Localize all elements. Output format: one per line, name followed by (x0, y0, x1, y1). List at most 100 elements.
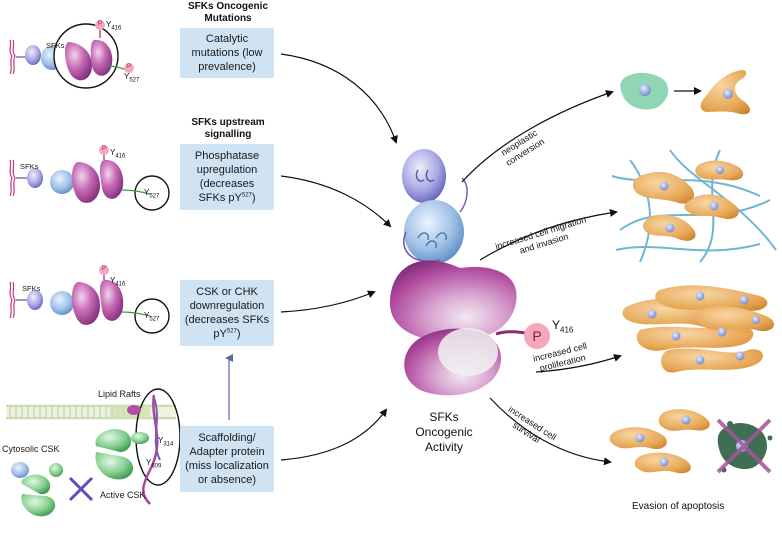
transformed-cell (700, 70, 751, 115)
row3-phospho-y416: P (101, 266, 106, 272)
cytosolic-csk (11, 462, 63, 517)
row2-y527-letter: Y (144, 188, 150, 197)
heading-upstream-signalling: SFKs upstream signalling (176, 117, 280, 141)
adapter-protein (142, 394, 159, 505)
row1-sfks-label: SFKs (46, 41, 65, 50)
box-phosphatase-sup: 527 (241, 192, 252, 199)
heading-mutations-line2: Mutations (204, 13, 252, 24)
row3-y416-letter: Y (110, 276, 116, 285)
box-catalytic-line1: Catalytic (205, 33, 249, 45)
cytosolic-csk-label: Cytosolic CSK (2, 444, 60, 454)
row1-phospho-y416: P (97, 21, 102, 27)
center-y416-sub: 416 (560, 325, 574, 335)
lipid-rafts-label: Lipid Rafts (98, 389, 141, 399)
sfks-oncogenic-activity-label: SFKs Oncogenic Activity (404, 410, 484, 455)
normal-cell (620, 72, 669, 110)
row2-y527-sub: 527 (149, 193, 160, 200)
sfk-molecule-row2 (9, 145, 170, 211)
box-csk-sup: 527 (226, 328, 237, 335)
arrow-proliferation (535, 354, 622, 373)
row3-y527-label: Y527 (144, 311, 159, 323)
box-csk-line4: pY527) (213, 327, 240, 341)
heading-upstream-line2: signalling (204, 129, 252, 140)
active-csk (95, 429, 149, 480)
heading-oncogenic-mutations: SFKs Oncogenic Mutations (176, 1, 280, 25)
box-scaffolding-adapter: Scaffolding/ Adapter protein (miss local… (180, 426, 274, 492)
box-scaffold-line2: Adapter protein (189, 446, 265, 458)
active-csk-label: Active CSK (100, 490, 146, 500)
arrow-mutations-to-center (280, 53, 398, 144)
center-phospho-label: P (532, 328, 542, 344)
sfk-molecule-row1 (9, 20, 134, 89)
center-y416-letter: Y (552, 318, 561, 332)
row3-y527-letter: Y (144, 311, 150, 320)
invasion-cells (611, 149, 777, 263)
row2-y527-label: Y527 (144, 188, 159, 200)
row3-y416-label: Y416 (110, 276, 125, 288)
row2-y416-sub: 416 (115, 153, 126, 160)
lipid-raft-membrane (6, 404, 176, 420)
center-label-line1: SFKs (429, 410, 459, 424)
row2-y416-letter: Y (110, 148, 116, 157)
box-csk-line3: (decreases SFKs (184, 314, 270, 326)
row1-y416-label: Y416 (106, 20, 121, 32)
row2-sfks-label: SFKs (20, 162, 39, 171)
arrow-csk-to-center (280, 290, 376, 313)
box-catalytic-line2: mutations (low (191, 47, 263, 59)
center-sfk-molecule (389, 149, 550, 396)
heading-upstream-line1: SFKs upstream (191, 117, 265, 128)
box-phosphatase-line3: (decreases (199, 178, 255, 190)
box-scaffold-line1: Scaffolding/ (198, 432, 256, 444)
evasion-of-apoptosis-caption: Evasion of apoptosis (632, 501, 725, 512)
row1-y527-label: Y527 (124, 72, 139, 84)
sfk-molecule-row3 (9, 265, 170, 334)
box-scaffold-line4: or absence) (197, 474, 257, 486)
center-label-line2: Oncogenic (415, 425, 473, 439)
y609-letter: Y (146, 458, 152, 467)
row2-phospho-y416: P (101, 146, 106, 152)
box-phosphatase-upregulation: Phosphatase upregulation (decreases SFKs… (180, 144, 274, 210)
y314-letter: Y (158, 436, 164, 445)
box-phosphatase-close: ) (251, 192, 256, 204)
arrow-phosphatase-to-center (280, 175, 392, 228)
row3-sfks-label: SFKs (22, 284, 41, 293)
row1-y416-letter: Y (106, 20, 112, 29)
row3-y527-sub: 527 (149, 316, 160, 323)
row2-y416-label: Y416 (110, 148, 125, 160)
center-label-line3: Activity (424, 440, 463, 454)
box-catalytic-line3: prevalence) (198, 61, 256, 73)
row1-phospho-y527: P (126, 64, 131, 70)
arrow-survival (489, 397, 612, 466)
box-phosphatase-line4: SFKs pY527) (198, 191, 255, 205)
box-scaffold-line3: (miss localization (185, 460, 269, 472)
box-csk-downregulation: CSK or CHK downregulation (decreases SFK… (180, 280, 274, 346)
box-csk-close: ) (236, 328, 241, 340)
center-phospho-circle (524, 323, 550, 349)
survival-cells (609, 409, 773, 474)
box-catalytic-mutations: Catalytic mutations (low prevalence) (180, 28, 274, 78)
row1-y527-sub: 527 (129, 77, 140, 84)
y314-sub: 314 (163, 441, 174, 448)
row1-y527-letter: Y (124, 72, 130, 81)
box-csk-line4-text: pY (213, 328, 227, 340)
apoptosis-cross-icon (716, 418, 772, 474)
box-csk-line2: downregulation (189, 300, 265, 312)
box-phosphatase-line4-text: SFKs pY (198, 192, 242, 204)
box-phosphatase-line2: upregulation (196, 164, 258, 176)
box-csk-line1: CSK or CHK (196, 286, 258, 298)
y609-sub: 609 (151, 463, 162, 470)
row3-y416-sub: 416 (115, 281, 126, 288)
y314-label: Y314 (158, 436, 173, 448)
proliferation-cells (622, 285, 775, 373)
row1-y416-sub: 416 (111, 25, 122, 32)
arrow-scaffold-to-center (280, 408, 388, 461)
heading-mutations-line1: SFKs Oncogenic (187, 1, 268, 12)
block-cross-icon (68, 476, 94, 502)
arrow-neoplastic (461, 90, 614, 183)
arrow-migration (479, 208, 618, 261)
y609-label: Y609 (146, 458, 161, 470)
center-y416-label: Y416 (552, 318, 573, 334)
box-phosphatase-line1: Phosphatase (194, 150, 260, 162)
